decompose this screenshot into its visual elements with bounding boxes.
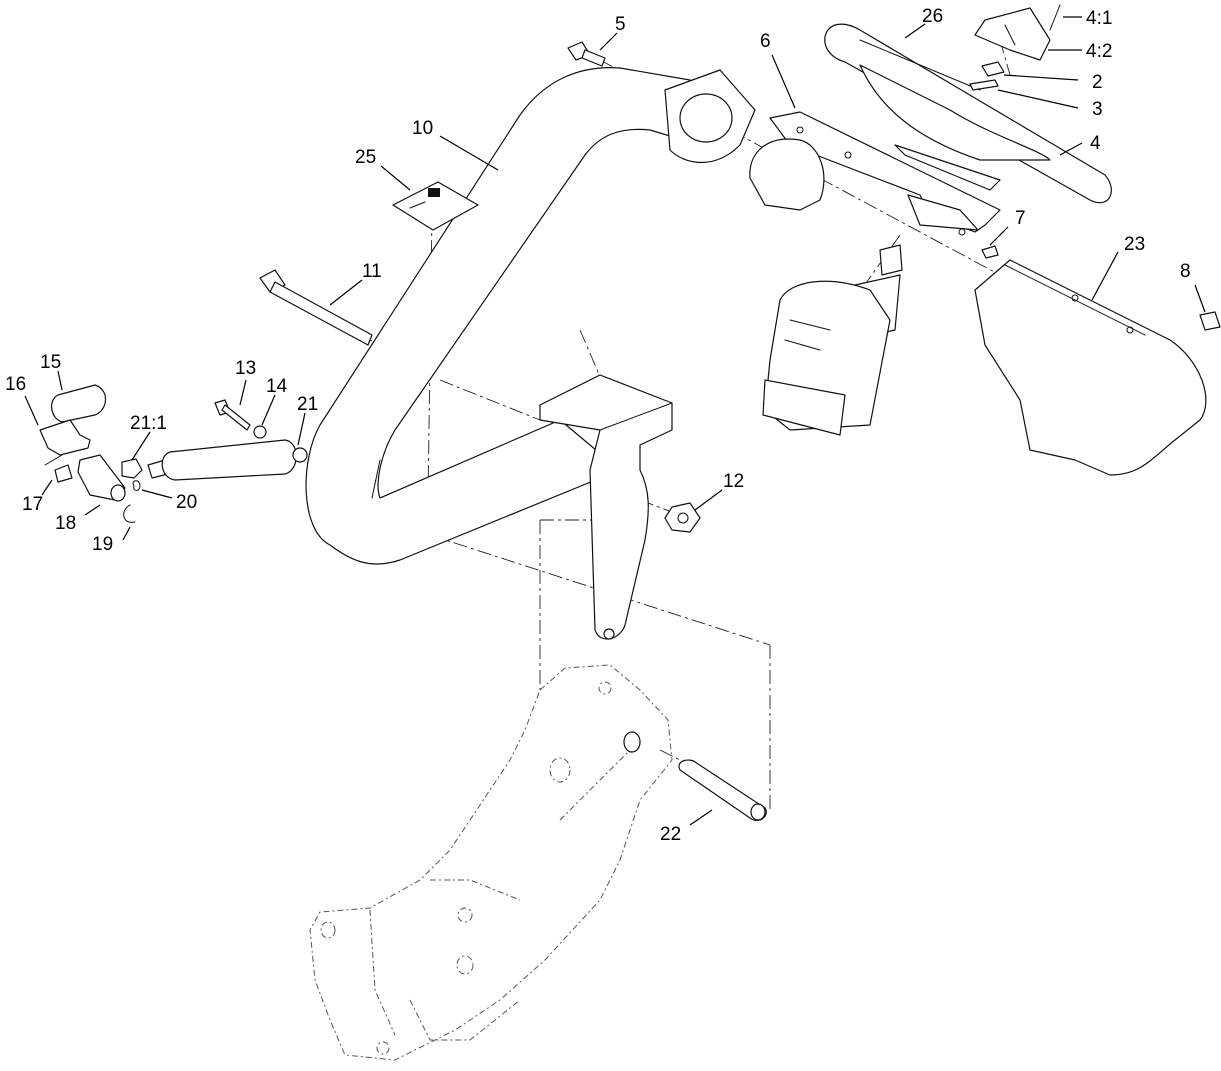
callout-15: 15 (40, 352, 61, 373)
callout-20: 20 (176, 492, 197, 513)
tower-flange (664, 69, 756, 164)
decal-25 (392, 181, 479, 231)
callout-7: 7 (1015, 208, 1026, 229)
screw-4-1 (1049, 4, 1061, 31)
column-bracket-6 (749, 111, 1001, 236)
knob-15 (51, 384, 107, 423)
bolt-5 (567, 41, 606, 67)
callout-16: 16 (5, 374, 26, 395)
steering-wheel-26 (824, 23, 1112, 204)
bushing-22 (678, 759, 767, 821)
spring-17 (54, 464, 73, 483)
washer-3 (969, 79, 999, 91)
bolt-13 (214, 399, 251, 431)
washer-14 (253, 425, 267, 439)
callout-11: 11 (362, 261, 382, 282)
shroud-23 (974, 259, 1207, 476)
clip-8 (1199, 311, 1221, 331)
callout-2: 2 (1092, 72, 1103, 93)
callout-25: 25 (355, 147, 376, 168)
callout-22: 22 (660, 824, 681, 845)
pin-18 (77, 454, 126, 502)
callout-3: 3 (1092, 99, 1103, 120)
leader-lines (24, 16, 1206, 826)
clip-19 (123, 504, 136, 523)
nut-2 (981, 61, 1005, 77)
nut-21-1 (121, 458, 143, 479)
gas-spring-21 (147, 439, 308, 481)
pivot-arm (539, 374, 673, 640)
bolt-7 (981, 245, 999, 259)
nut-12 (664, 502, 701, 533)
callout-17: 17 (22, 494, 43, 515)
callout-23: 23 (1124, 234, 1145, 255)
callout-21-1: 21:1 (130, 413, 167, 434)
callout-5: 5 (615, 14, 626, 35)
callout-12: 12 (723, 471, 744, 492)
callout-labels: 5 26 4:1 4:2 6 2 3 10 4 25 7 23 8 11 15 … (5, 6, 1191, 845)
callout-21: 21 (297, 394, 318, 415)
callout-4-2: 4:2 (1086, 41, 1112, 62)
callout-14: 14 (266, 376, 288, 397)
callout-18: 18 (55, 513, 76, 534)
frame-phantom (309, 664, 673, 1061)
wheel-cap-4-2 (974, 7, 1051, 61)
frame-bore-ring (623, 731, 641, 753)
lever-16 (39, 419, 91, 466)
callout-10: 10 (412, 118, 433, 139)
callout-19: 19 (92, 534, 113, 555)
callout-13: 13 (235, 358, 256, 379)
bolt-11 (259, 269, 373, 346)
callout-26: 26 (922, 6, 943, 27)
steering-unit (762, 244, 903, 436)
callout-4: 4 (1090, 133, 1101, 154)
callout-4-1: 4:1 (1086, 8, 1112, 29)
clip-20 (132, 480, 141, 491)
callout-8: 8 (1180, 261, 1191, 282)
callout-6: 6 (760, 31, 771, 52)
